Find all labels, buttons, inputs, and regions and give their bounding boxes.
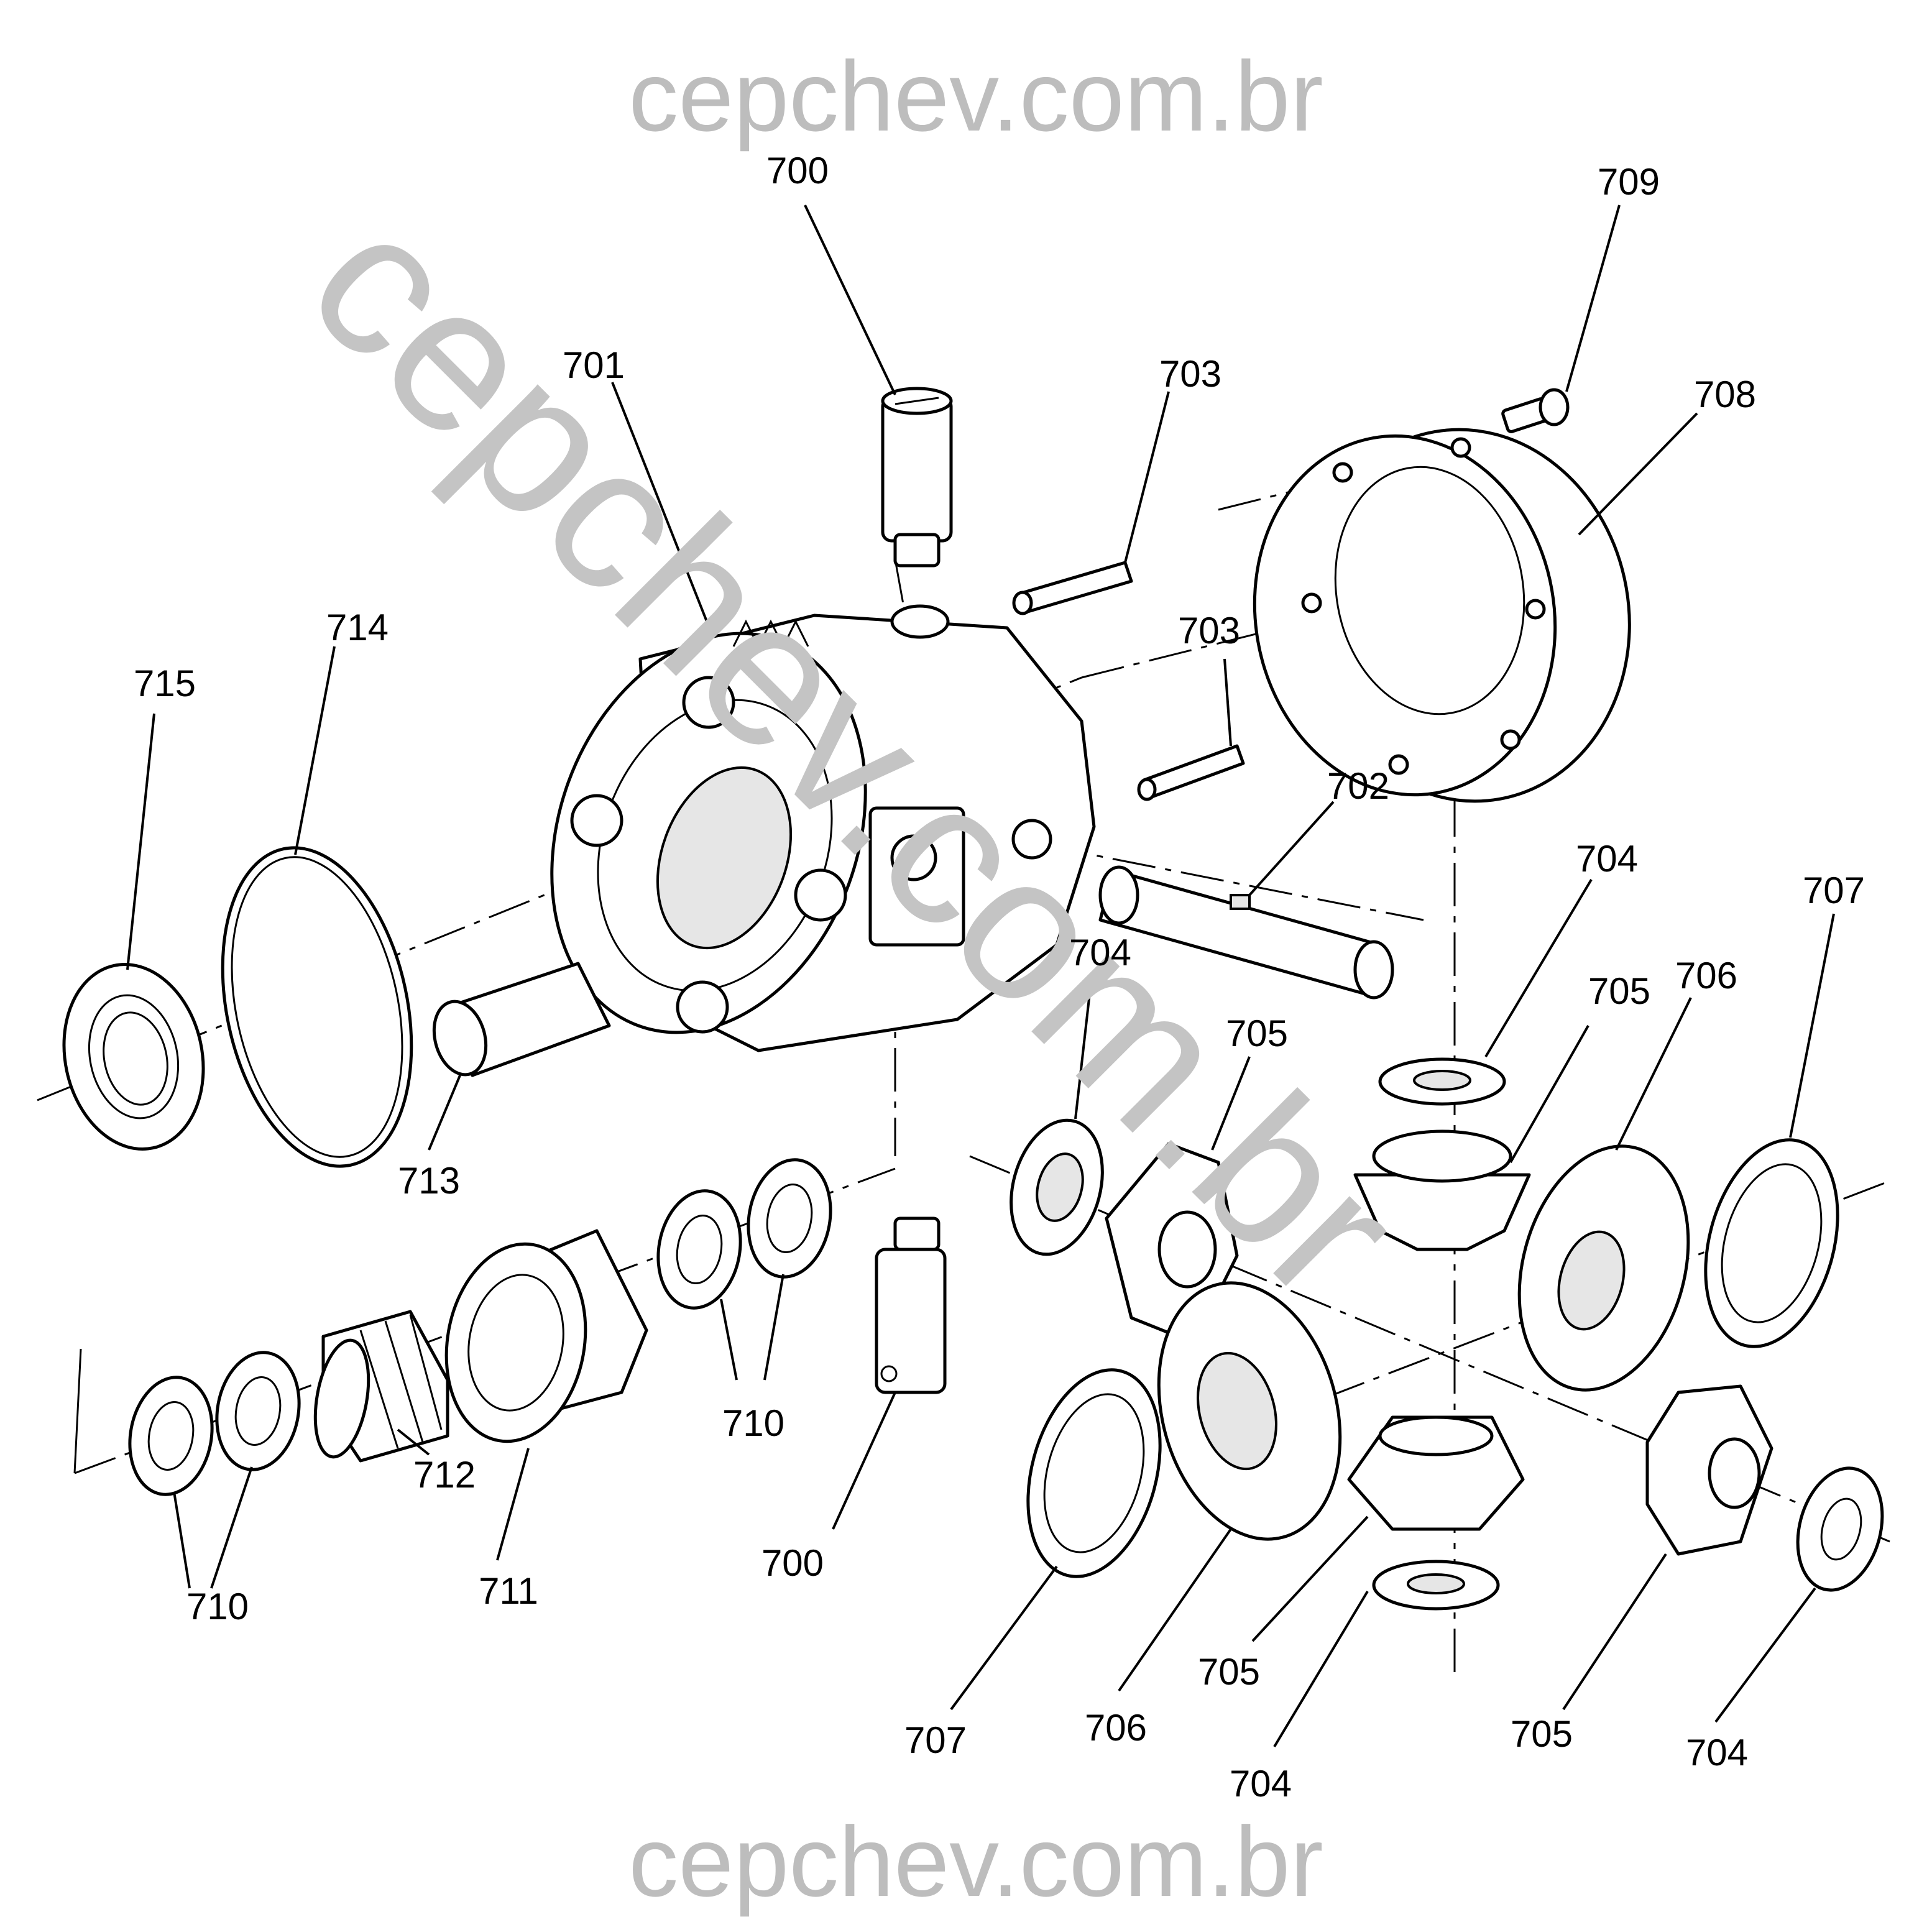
- thrust-washer-704-d: [1796, 1466, 1884, 1592]
- thrust-washer-707-b: [1026, 1368, 1162, 1578]
- thrust-washer-707-a: [1704, 1138, 1839, 1348]
- spline-sleeve-712: [313, 1310, 449, 1463]
- callout-714: 714: [326, 607, 389, 648]
- thrust-washer-704-a: [1010, 1118, 1104, 1256]
- bolt-709: [1501, 388, 1570, 433]
- callout-704-b: 704: [1576, 838, 1638, 880]
- retaining-ring-714: [221, 846, 413, 1168]
- pin-700-upper: [881, 387, 953, 568]
- side-gear-706-a: [1517, 1144, 1690, 1392]
- callout-703-upper: 703: [1159, 353, 1221, 395]
- callout-labels: 700 701 703 703 709 708 714 715 702 704 …: [134, 150, 1865, 1805]
- callout-707-b: 707: [904, 1719, 967, 1761]
- roll-pin-703-upper: [1012, 561, 1133, 615]
- callout-702: 702: [1327, 765, 1389, 807]
- snap-ring-710-b: [747, 1158, 832, 1279]
- differential-case-701: [550, 604, 1096, 1052]
- callout-708: 708: [1694, 374, 1756, 415]
- callout-711: 711: [479, 1570, 538, 1612]
- callout-709: 709: [1598, 161, 1660, 203]
- snap-ring-710-d: [215, 1351, 301, 1471]
- callout-704-c: 704: [1230, 1763, 1292, 1805]
- pinion-gear-705-d: [1645, 1384, 1773, 1556]
- callout-713: 713: [398, 1160, 460, 1202]
- leader-lines: [126, 205, 1835, 1748]
- seal-715: [62, 963, 205, 1151]
- callout-712: 712: [413, 1454, 476, 1496]
- pin-700-lower: [875, 1216, 947, 1394]
- callout-701: 701: [563, 344, 625, 386]
- thrust-washer-704-c: [1372, 1560, 1500, 1611]
- callout-705-c: 705: [1198, 1651, 1260, 1693]
- cover-708: [1253, 428, 1631, 803]
- gear-711: [444, 1229, 648, 1443]
- pinion-gear-705-c: [1347, 1415, 1525, 1531]
- roll-pin-703-lower: [1137, 744, 1245, 801]
- callout-703-lower: 703: [1178, 610, 1240, 651]
- watermark-bottom: cepchev.com.br: [628, 1806, 1323, 1917]
- cross-shaft-702: [1098, 865, 1394, 1000]
- callout-705-b: 705: [1588, 970, 1650, 1012]
- side-gear-706-b: [1157, 1281, 1342, 1541]
- callout-706-b: 706: [1085, 1707, 1147, 1749]
- callout-704-d: 704: [1686, 1732, 1748, 1773]
- callout-705-a: 705: [1226, 1013, 1288, 1054]
- callout-700-lower: 700: [761, 1542, 824, 1584]
- callout-706-a: 706: [1675, 955, 1737, 996]
- callout-707-a: 707: [1803, 870, 1865, 911]
- snap-ring-710-c: [128, 1376, 214, 1496]
- callout-704-a: 704: [1069, 932, 1131, 973]
- callout-705-d: 705: [1511, 1713, 1573, 1755]
- pinion-gear-705-b: [1353, 1129, 1531, 1251]
- pin-713: [432, 962, 611, 1077]
- callout-715: 715: [134, 663, 196, 704]
- callout-710-upper: 710: [722, 1402, 784, 1444]
- snap-ring-710-a: [656, 1189, 742, 1310]
- callout-710-lower: 710: [186, 1586, 249, 1627]
- callout-700-upper: 700: [766, 150, 829, 191]
- thrust-washer-704-b: [1378, 1057, 1506, 1106]
- watermark-top: cepchev.com.br: [628, 40, 1323, 152]
